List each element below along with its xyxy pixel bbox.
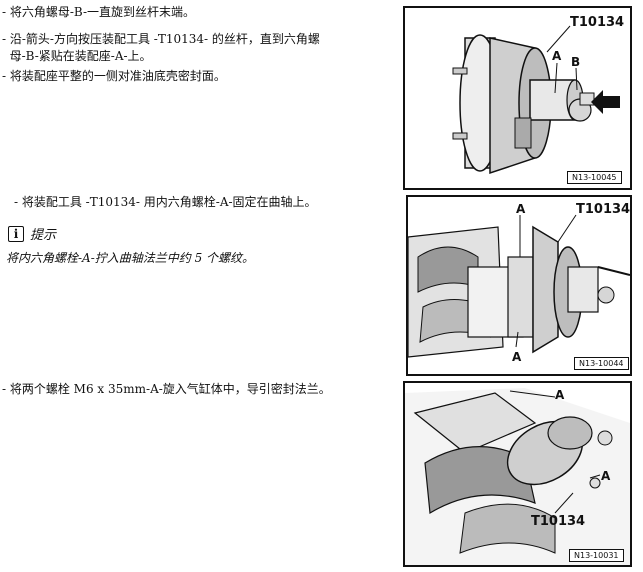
instruction-step-4: - 将装配工具 -T10134- 用内六角螺栓-A-固定在曲轴上。 (14, 195, 317, 209)
figure-3-tool-label: T10134 (531, 514, 585, 529)
note-title: 提示 (30, 228, 57, 243)
figure-1-label-b: B (571, 55, 580, 69)
instruction-step-2-line-2: 母-B-紧贴在装配座-A-上。 (2, 49, 152, 63)
figure-2-label-a-bottom: A (512, 350, 522, 364)
instruction-step-5: - 将两个螺栓 M6 x 35mm-A-旋入气缸体中，导引密封法兰。 (2, 382, 331, 396)
instruction-step-2: - 沿-箭头-方向按压装配工具 -T10134- 的丝杆，直到六角螺 母-B-紧… (2, 31, 320, 65)
arrow-icon (591, 90, 620, 114)
figure-3-code: N13-10031 (569, 549, 624, 562)
instruction-step-3: - 将装配座平整的一侧对准油底壳密封面。 (2, 69, 226, 83)
figure-tool-assembly-2: A T10134 A N13-10044 (406, 195, 632, 376)
figure-1-code: N13-10045 (567, 171, 622, 184)
figure-3-label-a-top: A (555, 388, 565, 402)
note-text: 将内六角螺栓-A-拧入曲轴法兰中约 5 个螺纹。 (6, 251, 255, 265)
figure-2-drawing: A T10134 A (408, 202, 630, 364)
instruction-step-1: - 将六角螺母-B-一直旋到丝杆末端。 (2, 5, 196, 19)
figure-1-tool-label: T10134 (570, 15, 624, 30)
figure-2-code: N13-10044 (574, 357, 629, 370)
figure-tool-assembly-3: A A T10134 N13-10031 (403, 381, 632, 567)
figure-tool-assembly-1: T10134 A B N13-10045 (403, 6, 632, 190)
info-icon: i (8, 225, 24, 242)
figure-2-tool-label: T10134 (576, 202, 630, 217)
figure-3-drawing: A A T10134 (405, 388, 630, 565)
figure-1-label-a: A (552, 49, 562, 63)
note-heading: i 提示 (8, 224, 56, 243)
instruction-step-2-line-1: - 沿-箭头-方向按压装配工具 -T10134- 的丝杆，直到六角螺 (2, 32, 320, 46)
figure-2-label-a-top: A (516, 202, 526, 216)
figure-1-drawing: T10134 A B (452, 15, 624, 175)
figure-3-label-a-bottom: A (601, 469, 611, 483)
